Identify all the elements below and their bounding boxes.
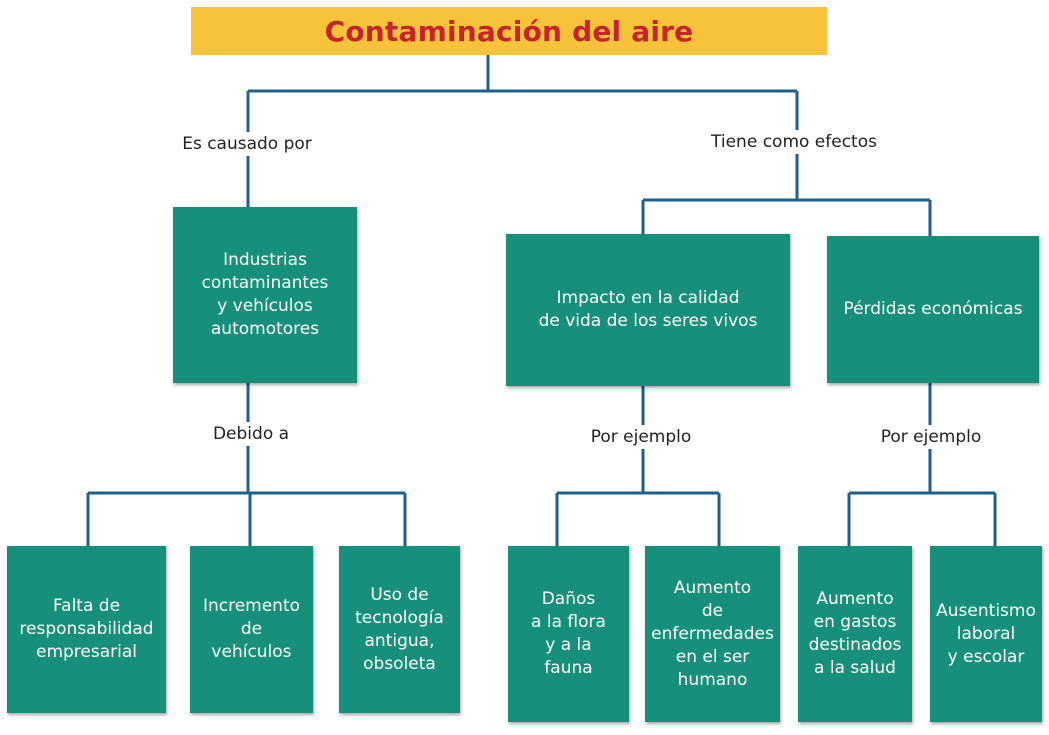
node-reason-1-text: Falta de responsabilidad empresarial [19,596,154,662]
node-reason-1: Falta de responsabilidad empresarial [7,546,166,713]
node-example-4-text: Ausentismo laboral y escolar [936,600,1036,667]
node-example-2: Aumento de enfermedades en el ser humano [645,546,780,722]
node-reason-2: Incremento de vehículos [190,546,313,713]
node-effect-quality: Impacto en la calidad de vida de los ser… [506,234,790,386]
node-example-3: Aumento en gastos destinados a la salud [798,546,912,722]
link-label-effects: Tiene como efectos [705,130,883,154]
title-banner: Contaminación del aire [191,7,827,55]
node-effect-quality-text: Impacto en la calidad de vida de los ser… [538,288,758,331]
node-cause-text: Industrias contaminantes y vehículos aut… [201,250,329,339]
node-reason-2-text: Incremento de vehículos [202,596,301,662]
link-label-cause: Es causado por [176,132,318,156]
node-reason-3-text: Uso de tecnología antigua, obsoleta [355,584,444,674]
node-example-4: Ausentismo laboral y escolar [930,546,1042,722]
link-label-example-left: Por ejemplo [584,425,698,449]
node-example-3-text: Aumento en gastos destinados a la salud [808,589,902,678]
link-label-due-to: Debido a [206,422,296,446]
node-cause: Industrias contaminantes y vehículos aut… [173,207,357,383]
node-example-1-text: Daños a la flora y a la fauna [531,589,606,678]
node-reason-3: Uso de tecnología antigua, obsoleta [339,546,460,713]
node-effect-economic: Pérdidas económicas [827,236,1039,383]
diagram-title: Contaminación del aire [324,14,694,48]
node-example-2-text: Aumento de enfermedades en el ser humano [651,577,774,690]
node-effect-economic-text: Pérdidas económicas [843,299,1023,319]
node-example-1: Daños a la flora y a la fauna [508,546,629,722]
link-label-example-right: Por ejemplo [874,425,988,449]
